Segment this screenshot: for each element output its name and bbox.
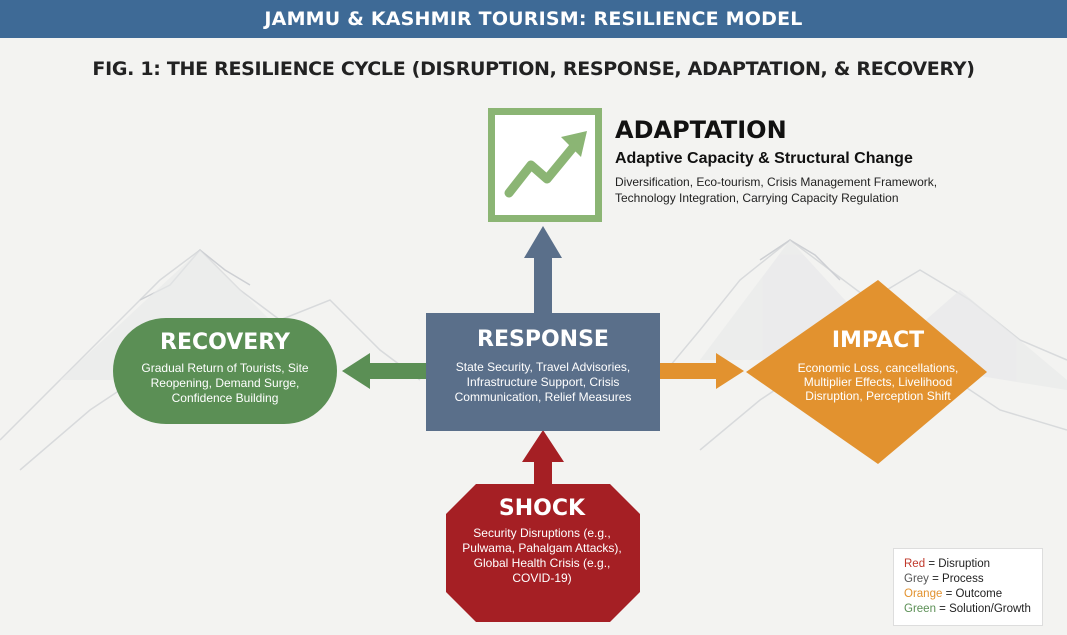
adaptation-subtitle: Adaptive Capacity & Structural Change <box>615 150 913 167</box>
recovery-description: Gradual Return of Tourists, Site Reopeni… <box>141 361 309 405</box>
impact-title: IMPACT <box>831 328 925 353</box>
color-legend: Red = Disruption Grey = Process Orange =… <box>893 548 1043 626</box>
legend-label-grey: = Process <box>932 573 984 585</box>
response-title: RESPONSE <box>477 327 609 352</box>
legend-label-orange: = Outcome <box>945 588 1003 600</box>
figure-title: FIG. 1: THE RESILIENCE CYCLE (DISRUPTION… <box>92 58 975 80</box>
banner-title: JAMMU & KASHMIR TOURISM: RESILIENCE MODE… <box>0 0 1067 38</box>
adaptation-description: Diversification, Eco-tourism, Crisis Man… <box>615 175 938 205</box>
response-description: State Security, Travel Advisories, Infra… <box>454 360 632 404</box>
legend-key-orange: Orange <box>904 588 943 600</box>
legend-key-red: Red <box>904 558 926 570</box>
legend-row-red: Red = Disruption <box>904 557 1032 572</box>
recovery-box: RECOVERY Gradual Return of Tourists, Sit… <box>113 318 337 424</box>
response-box: RESPONSE State Security, Travel Advisori… <box>426 313 660 431</box>
shock-description: Security Disruptions (e.g., Pulwama, Pah… <box>462 526 622 585</box>
arrow-response-to-adaptation <box>524 226 562 314</box>
impact-diamond <box>746 280 987 464</box>
legend-row-grey: Grey = Process <box>904 572 1032 587</box>
adaptation-icon-box <box>488 108 602 222</box>
shock-octagon <box>446 484 640 622</box>
impact-description: Economic Loss, cancellations, Multiplier… <box>797 361 959 403</box>
legend-row-orange: Orange = Outcome <box>904 587 1032 602</box>
trend-up-chart-icon <box>504 131 587 198</box>
legend-row-green: Green = Solution/Growth <box>904 602 1032 617</box>
legend-key-grey: Grey <box>904 573 929 585</box>
legend-label-red: = Disruption <box>928 558 990 570</box>
adaptation-title: ADAPTATION <box>615 116 787 144</box>
legend-label-green: = Solution/Growth <box>939 603 1031 615</box>
arrow-response-to-recovery <box>342 353 428 389</box>
arrow-shock-to-response <box>522 430 564 485</box>
legend-key-green: Green <box>904 603 936 615</box>
arrow-response-to-impact <box>660 353 744 389</box>
shock-title: SHOCK <box>498 496 586 521</box>
recovery-title: RECOVERY <box>160 330 290 355</box>
